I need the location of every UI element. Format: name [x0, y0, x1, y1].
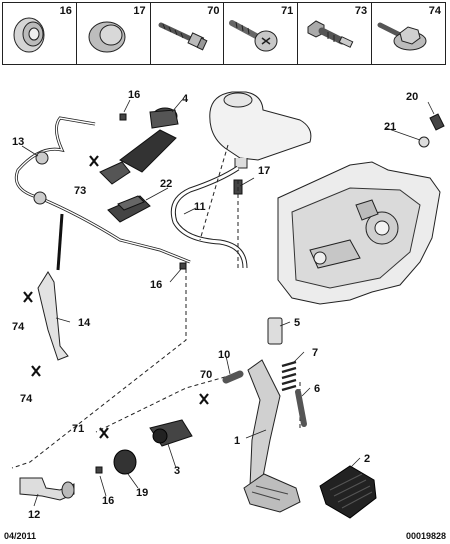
fastener-markers: [23, 155, 209, 439]
return-spring: [281, 360, 297, 392]
callout-16-low: 16: [102, 495, 114, 507]
callout-11: 11: [194, 201, 206, 213]
brake-fluid-reservoir: [209, 91, 312, 169]
protective-cap: [107, 195, 151, 223]
hex-bolt-icon: [307, 20, 354, 48]
bolt-icon: [158, 22, 208, 51]
footer-code: 00019828: [405, 531, 446, 541]
pedal-rod: [295, 389, 307, 427]
pedal-pad: [319, 465, 377, 519]
pushrod: [222, 370, 244, 384]
callout-1: 1: [234, 435, 240, 447]
flange-nut-icon: [377, 22, 427, 51]
legend-ref-74: 74: [428, 5, 441, 17]
callout-6: 6: [314, 383, 320, 395]
pedal-bushing: [113, 449, 137, 475]
footer-date: 04/2011: [4, 531, 37, 541]
callout-21: 21: [384, 121, 396, 133]
callout-3: 3: [174, 465, 180, 477]
clutch-slave-cylinder: [149, 419, 193, 447]
callout-22: 22: [160, 178, 172, 190]
switch-ring: [418, 136, 430, 148]
pedal-switch: [429, 113, 445, 131]
legend-ref-73: 73: [354, 5, 368, 17]
callout-5: 5: [294, 317, 300, 329]
callout-10: 10: [218, 349, 230, 361]
cap-icon: [88, 21, 126, 53]
callout-4: 4: [182, 93, 189, 105]
legend-cell-73: 73: [298, 3, 373, 64]
torx-screw-icon: [229, 20, 278, 52]
legend-cell-74: 74: [372, 3, 445, 64]
leader-lines: [21, 99, 435, 507]
callout-16-top: 16: [128, 89, 140, 101]
clutch-master-cylinder: [99, 107, 179, 185]
support-bracket: [37, 271, 69, 361]
legend-cell-17: 17: [77, 3, 151, 64]
grommet-icon: [13, 17, 45, 53]
legend-cell-70: 70: [151, 3, 225, 64]
callout-7: 7: [312, 347, 318, 359]
legend-cell-16: 16: [3, 3, 77, 64]
callout-14: 14: [78, 317, 91, 329]
legend-ref-71: 71: [281, 5, 294, 17]
callout-74-lower: 74: [20, 393, 33, 405]
callout-12: 12: [28, 509, 40, 521]
pedal-bracket: [277, 161, 441, 305]
callout-19: 19: [136, 487, 148, 499]
guide-pin: [267, 317, 283, 345]
legend-cell-71: 71: [224, 3, 299, 64]
small-grommets: [95, 113, 187, 474]
clutch-pedal: [243, 359, 301, 513]
callout-2: 2: [364, 453, 370, 465]
callout-17: 17: [258, 165, 270, 177]
legend-ref-70: 70: [207, 5, 220, 17]
callout-20: 20: [406, 91, 418, 103]
hose-end-fitting: [19, 477, 75, 501]
callout-70: 70: [200, 369, 212, 381]
parts-legend: 16 17 70 71 73: [2, 2, 446, 65]
assembly-centerline: [11, 262, 301, 469]
callout-74-upper: 74: [12, 321, 25, 333]
callout-16-mid: 16: [150, 279, 162, 291]
callout-73: 73: [74, 185, 86, 197]
callout-71: 71: [72, 423, 84, 435]
legend-ref-16: 16: [59, 5, 72, 17]
callout-13: 13: [12, 136, 24, 148]
legend-ref-17: 17: [133, 5, 146, 17]
